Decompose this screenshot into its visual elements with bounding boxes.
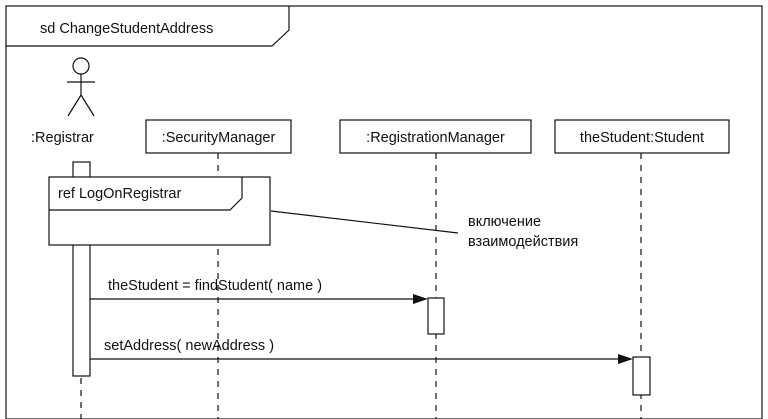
interaction-use-label: ref LogOnRegistrar [58, 186, 181, 202]
note-text-line-1: включение [468, 214, 541, 230]
activation-student [632, 356, 651, 396]
interaction-use-tab [49, 177, 243, 211]
arrowhead-set-address [618, 354, 633, 364]
frame-title-tab [6, 6, 290, 47]
message-label-find-student: theStudent = findStudent( name ) [108, 278, 322, 294]
actor-icon [67, 57, 95, 117]
lifeline-head-security-manager[interactable] [145, 119, 292, 154]
lifeline-head-student[interactable] [554, 119, 730, 154]
lifeline-label-registration-manager: :RegistrationManager [366, 130, 505, 146]
frame-title: sd ChangeStudentAddress [40, 21, 213, 37]
activation-registration-manager [427, 297, 445, 335]
arrowhead-find-student [413, 294, 428, 304]
diagram-frame [5, 5, 763, 419]
interaction-use-frame[interactable] [48, 176, 271, 246]
actor-label: :Registrar [31, 130, 94, 146]
note-text-line-2: взаимодействия [468, 234, 578, 250]
message-label-set-address: setAddress( newAddress ) [104, 338, 274, 354]
lifeline-label-security-manager: :SecurityManager [162, 130, 276, 146]
note-connector [270, 210, 459, 234]
lifeline-label-student: theStudent:Student [580, 130, 704, 146]
